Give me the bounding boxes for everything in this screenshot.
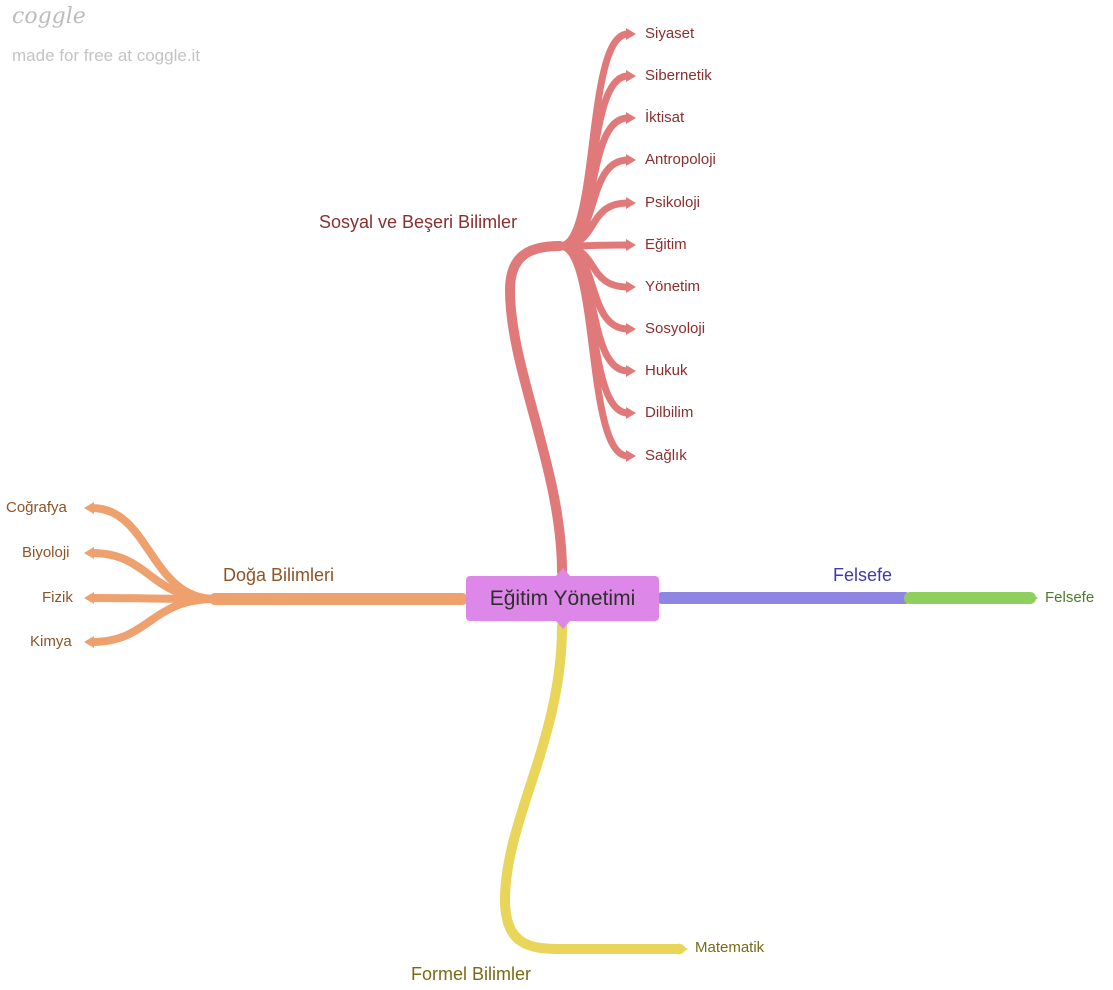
coggle-logo[interactable]: coggle <box>12 4 86 29</box>
child-arrow <box>84 502 94 514</box>
center-node[interactable]: Eğitim Yönetimi <box>466 568 659 629</box>
coggle-watermark-text[interactable]: made for free at coggle.it <box>12 46 201 65</box>
leaf-node[interactable]: Matematik <box>695 939 765 956</box>
child-arrow <box>626 112 636 124</box>
child-arrow <box>626 450 636 462</box>
child-connector <box>556 242 632 460</box>
child-arrow <box>1028 592 1038 604</box>
child-arrow <box>626 323 636 335</box>
leaf-node[interactable]: Felsefe <box>1045 589 1095 606</box>
child-arrow <box>626 365 636 377</box>
branch-label-doga[interactable]: Doğa Bilimleri <box>223 565 335 585</box>
child-arrow <box>84 592 94 604</box>
child-arrow <box>626 154 636 166</box>
leaf-node[interactable]: İktisat <box>645 109 685 126</box>
leaf-node[interactable]: Sosyoloji <box>645 320 706 337</box>
leaf-node[interactable]: Psikoloji <box>645 194 701 211</box>
leaf-node[interactable]: Sağlık <box>645 447 687 464</box>
child-arrow <box>678 943 688 955</box>
child-arrow <box>84 547 94 559</box>
leaf-node[interactable]: Fizik <box>42 589 73 606</box>
child-connector <box>88 595 219 646</box>
branch-connector-formel <box>499 621 567 954</box>
child-arrow <box>626 281 636 293</box>
center-node-label: Eğitim Yönetimi <box>489 586 636 610</box>
branch-connector-sosyal <box>504 241 567 577</box>
child-arrow <box>626 197 636 209</box>
leaf-node[interactable]: Sibernetik <box>645 67 712 84</box>
leaf-node[interactable]: Siyaset <box>645 25 695 42</box>
child-arrow <box>84 636 94 648</box>
leaf-node[interactable]: Biyoloji <box>22 544 70 561</box>
leaf-node[interactable]: Yönetim <box>645 278 701 295</box>
leaf-node[interactable]: Coğrafya <box>6 499 67 516</box>
leaf-node[interactable]: Antropoloji <box>645 151 716 168</box>
branch-label-felsefe[interactable]: Felsefe <box>833 565 893 585</box>
child-arrow <box>626 239 636 251</box>
child-arrow <box>626 28 636 40</box>
branch-label-sosyal[interactable]: Sosyal ve Beşeri Bilimler <box>319 212 518 232</box>
leaf-node[interactable]: Dilbilim <box>645 404 694 421</box>
child-arrow <box>626 70 636 82</box>
branch-label-formel[interactable]: Formel Bilimler <box>411 964 532 984</box>
leaf-node[interactable]: Hukuk <box>645 362 688 379</box>
leaf-node[interactable]: Kimya <box>30 633 72 650</box>
child-arrow <box>626 407 636 419</box>
leaf-node[interactable]: Eğitim <box>645 236 687 253</box>
